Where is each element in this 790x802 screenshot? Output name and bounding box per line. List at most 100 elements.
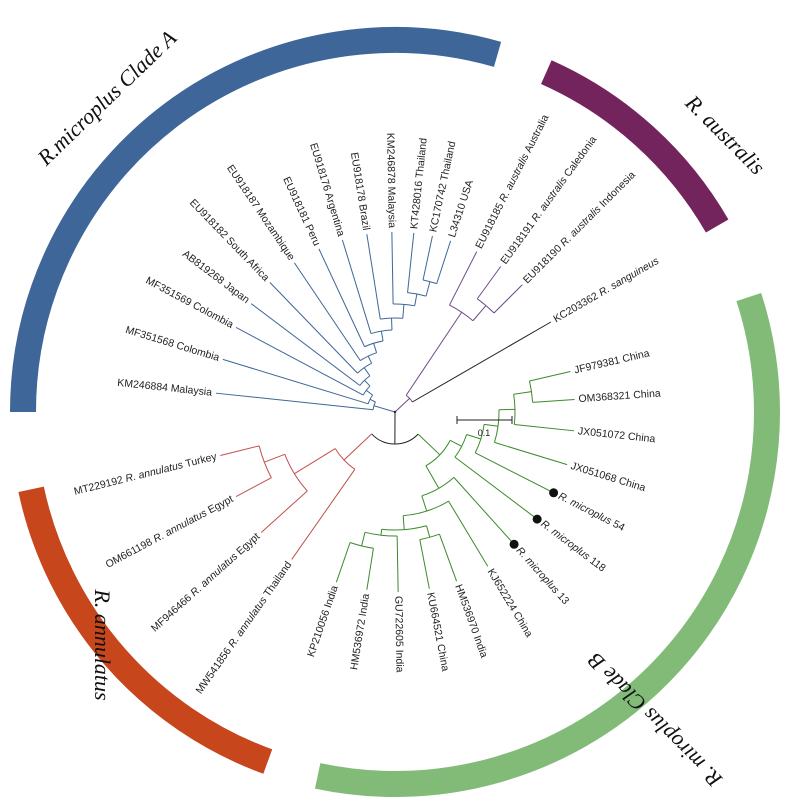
leaf-accession: EU918176 [307, 142, 334, 195]
tree-arc [362, 385, 371, 396]
tree-branch [396, 535, 399, 592]
leaf-location: Thailand [261, 559, 294, 599]
tree-arc [405, 394, 413, 403]
tree-branch [402, 304, 405, 319]
leaf-label-kj652224: KJ652224 China [485, 567, 535, 640]
leaf-label-ku664521: KU664521 China [424, 591, 451, 672]
leaf-location: India [471, 634, 490, 660]
leaf-accession: JX051068 [569, 460, 621, 486]
tree-branch [419, 539, 430, 589]
leaf-accession: KM246884 [117, 377, 172, 395]
leaf-location: India [322, 584, 341, 610]
tree-arc [367, 394, 374, 404]
leaf-location: Egypt [206, 493, 235, 516]
leaf-location: Peru [303, 223, 323, 248]
leaf-label-hm536970: HM536970 India [452, 583, 490, 660]
leaf-label-gu722605: GU722605 India [392, 596, 405, 673]
leaf-location: Australia [522, 112, 551, 154]
leaf-location: 54 [611, 518, 627, 534]
leaf-accession: MF351569 [144, 274, 197, 310]
tree-branches [215, 232, 575, 592]
tree-branch [474, 452, 556, 495]
clade-label-annulatus: R. annulatus [90, 588, 115, 700]
tree-branch [412, 321, 552, 403]
leaf-accession: MF946466 [149, 590, 197, 634]
leaf-accession: EU918178 [348, 151, 368, 205]
leaf-accession: KJ652224 [485, 567, 521, 616]
tree-branch [466, 433, 482, 440]
tree-branch [514, 424, 575, 432]
leaf-label-mt229192: MT229192 R. annulatus Turkey [73, 450, 219, 497]
leaf-location: India [357, 593, 372, 618]
tree-branch [373, 405, 396, 413]
tree-branch [425, 465, 440, 489]
leaf-species: R. annulatus [124, 458, 187, 485]
leaf-accession: EU918185 [473, 198, 508, 250]
tree-arc [403, 500, 449, 517]
tree-branch [493, 284, 523, 314]
leaf-accession: KP210056 [305, 605, 333, 658]
tree-branch [529, 371, 571, 382]
tree-arc [360, 352, 377, 362]
leaf-location: China [511, 610, 535, 640]
tree-branch [513, 391, 532, 395]
leaf-accession: EU918181 [280, 175, 313, 228]
tree-branch [365, 389, 373, 396]
tree-branch [422, 235, 433, 281]
leaf-species: R. annulatus [226, 592, 271, 650]
leaf-label-eu918191: EU918191 R. australis Caledonia [498, 134, 599, 267]
leaf-species: R. sanguineus [597, 254, 662, 298]
tree-branch [405, 328, 451, 396]
tree-branch [391, 232, 394, 305]
leaf-species: R. australis [529, 172, 571, 224]
scale-bar: 0.1 [456, 416, 513, 438]
tree-branch [293, 262, 361, 361]
tree-branch [250, 303, 361, 386]
tree-branch [269, 282, 358, 374]
leaf-location: China [617, 475, 647, 495]
tree-branch [402, 515, 405, 530]
tree-branch [425, 281, 431, 297]
leaf-accession: AB819268 [180, 248, 229, 289]
leaf-accession: KC170742 [427, 180, 450, 234]
leaf-label-jx051072: JX051072 China [577, 425, 656, 445]
leaf-label-l34310: L34310 USA [446, 178, 476, 238]
leaf-location: Malaysia [385, 186, 398, 228]
clade-arc-annulatus [18, 486, 273, 774]
leaf-location: Colombia [191, 299, 236, 330]
clade-arcs [10, 27, 780, 797]
leaf-location: Mozambique [254, 206, 298, 263]
tree-branch [421, 495, 428, 512]
tree-branch [222, 358, 369, 405]
leaf-accession: GU722605 [392, 596, 405, 650]
leaf-species: R. annulatus [151, 506, 211, 546]
tree-branch [264, 453, 286, 463]
tree-branch [215, 392, 374, 411]
leaf-accession: JF979381 [573, 353, 624, 376]
leaf-label-rm13: R. microplus 13 [514, 545, 572, 607]
tree-branch [426, 525, 431, 538]
leaf-location: South Africa [224, 235, 272, 284]
tree-arc [334, 448, 356, 470]
leaf-location: Colombia [175, 339, 221, 363]
leaf-species: R. microplus [556, 490, 616, 529]
tree-branch [448, 500, 489, 567]
leaf-location: China [621, 347, 651, 365]
leaf-species: R. australis [558, 201, 606, 249]
tree-branch [532, 398, 575, 403]
leaf-species: R. australis [497, 149, 533, 204]
tree-arc [381, 525, 427, 531]
leaf-location: India [393, 650, 405, 673]
leaf-accession: MF351568 [124, 324, 178, 351]
leaf-location: Argentina [323, 191, 348, 238]
tree-arc [476, 298, 495, 314]
tree-branch [373, 343, 378, 353]
tree-arc [425, 440, 451, 467]
sample-marker-dot [549, 488, 559, 498]
tree-branch [294, 448, 336, 475]
tree-branch [318, 248, 366, 347]
leaf-accession: EU918182 [187, 197, 232, 243]
tree-branch [449, 439, 462, 447]
